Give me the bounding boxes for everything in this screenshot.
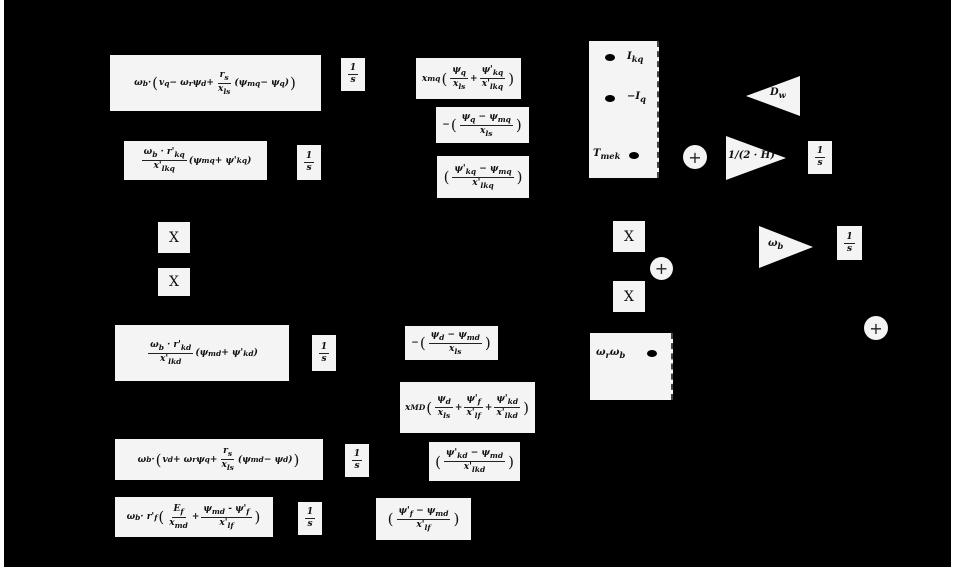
port-dot[interactable] (647, 350, 657, 357)
sum-junction[interactable]: + (683, 145, 707, 169)
damping-gain-block[interactable] (744, 74, 802, 118)
inertia-gain-label: 1/(2 · H) (728, 150, 775, 161)
port-dot[interactable] (629, 152, 639, 159)
speed-output-subsystem[interactable]: ωrωb (590, 333, 673, 400)
port-label-wrwb: ωrωb (596, 347, 626, 360)
inertia-gain-block[interactable] (724, 134, 788, 182)
multiply-block[interactable]: X (613, 221, 645, 252)
sum-junction[interactable]: + (650, 257, 673, 280)
multiply-block[interactable]: X (158, 222, 190, 253)
port-label-tmek: Tmek (593, 148, 621, 161)
base-speed-gain-block[interactable] (757, 224, 815, 270)
damping-gain-label: Dw (770, 87, 786, 100)
port-dot[interactable] (605, 95, 615, 102)
port-label-ikq: Ikq (627, 51, 644, 64)
torque-input-subsystem[interactable]: Ikq −Iq Tmek (589, 41, 659, 178)
port-label-iq: −Iq (627, 91, 646, 104)
base-speed-gain-label: ωb (768, 238, 784, 251)
multiply-block[interactable]: X (158, 268, 190, 296)
multiply-block[interactable]: X (613, 281, 645, 312)
sum-junction[interactable]: + (864, 316, 888, 340)
port-dot[interactable] (605, 54, 615, 61)
